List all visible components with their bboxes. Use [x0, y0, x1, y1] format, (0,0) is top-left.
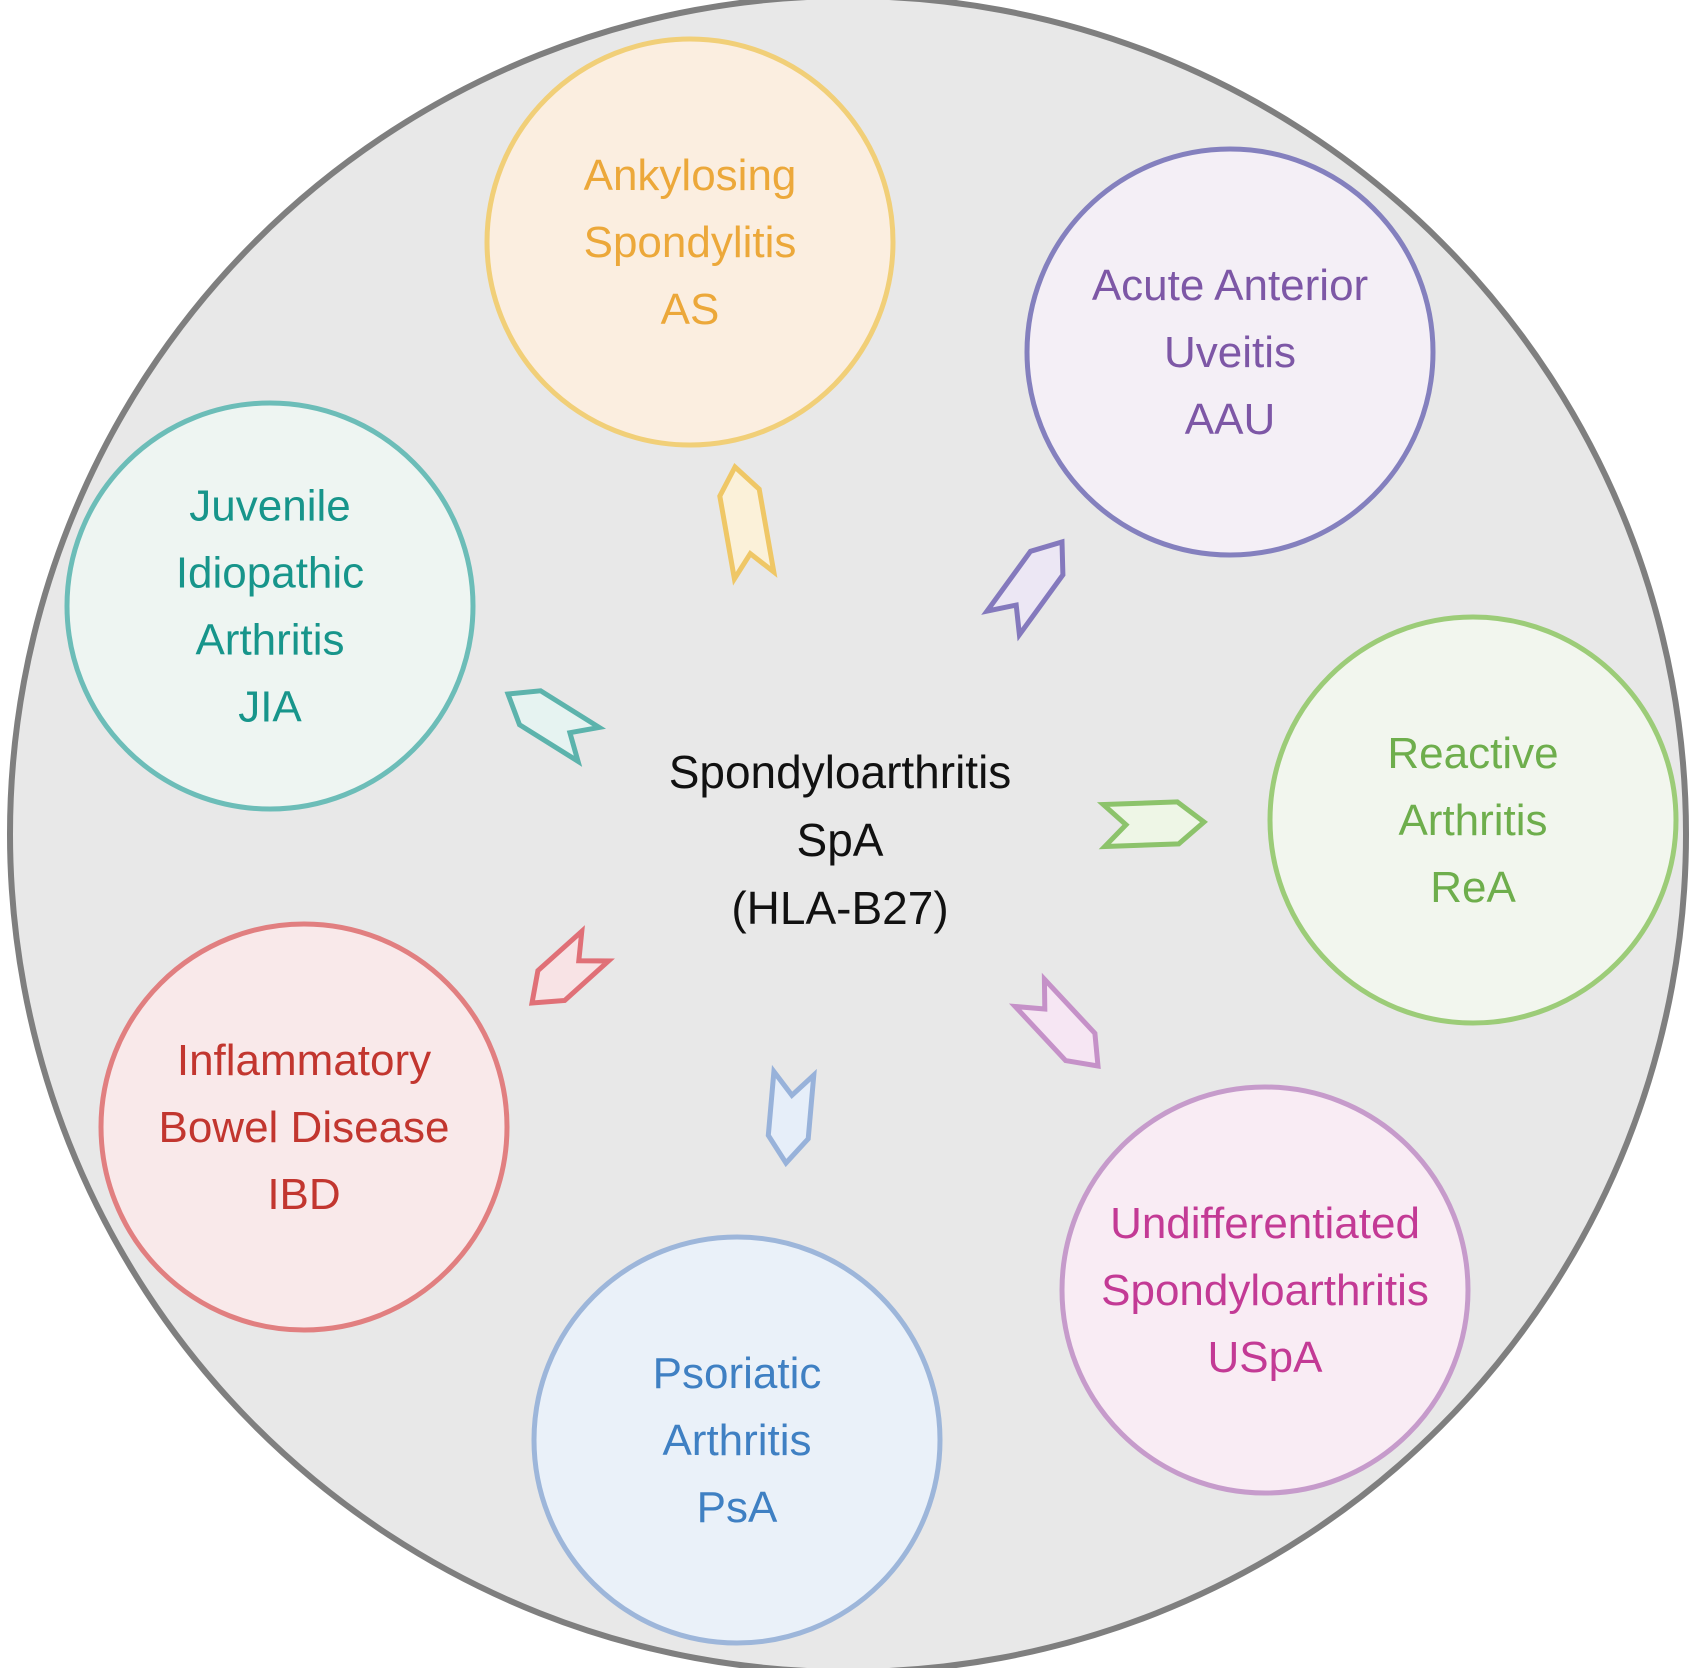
arrow-ibd [528, 925, 615, 1006]
disease-label-line: Arthritis [195, 616, 344, 665]
disease-label-line: Arthritis [1398, 796, 1547, 845]
disease-circle-ibd [98, 921, 510, 1333]
disease-circle-aau [1024, 146, 1436, 558]
arrow-jia [504, 688, 607, 767]
disease-circle-as [484, 36, 896, 448]
disease-label-line: USpA [1208, 1333, 1324, 1382]
disease-label-line: JIA [238, 683, 302, 732]
disease-label-line: Arthritis [662, 1416, 811, 1465]
disease-label-line: AAU [1185, 395, 1275, 444]
disease-label-line: Idiopathic [176, 549, 364, 598]
center-label-line: Spondyloarthritis [669, 746, 1012, 798]
disease-label-line: AS [661, 285, 720, 334]
disease-label-line: PsA [697, 1483, 778, 1532]
disease-label-line: Uveitis [1164, 328, 1296, 377]
disease-label-line: IBD [267, 1170, 340, 1219]
arrow-aau [981, 538, 1066, 642]
disease-label-line: ReA [1430, 863, 1516, 912]
disease-circle-uspa [1059, 1084, 1471, 1496]
disease-label-line: Psoriatic [653, 1349, 822, 1398]
disease-circle-rea [1267, 614, 1679, 1026]
disease-label-line: Ankylosing [584, 151, 797, 200]
arrows-layer [504, 462, 1208, 1168]
disease-label-line: Juvenile [189, 482, 350, 531]
arrow-rea [1096, 799, 1208, 850]
disease-label-line: Undifferentiated [1110, 1199, 1420, 1248]
disease-label-line: Bowel Disease [158, 1103, 449, 1152]
arrow-uspa [1008, 972, 1101, 1070]
disease-label-line: Spondylitis [584, 218, 797, 267]
disease-circle-psa [531, 1234, 943, 1646]
disease-label-line: Reactive [1387, 729, 1558, 778]
arrow-as [717, 462, 778, 586]
center-label-line: SpA [797, 814, 884, 866]
arrow-psa [765, 1064, 817, 1168]
disease-label-line: Inflammatory [177, 1036, 431, 1085]
disease-label-line: Acute Anterior [1092, 261, 1368, 310]
disease-label-line: Spondyloarthritis [1101, 1266, 1429, 1315]
center-label-line: (HLA-B27) [731, 882, 948, 934]
disease-circle-jia [64, 400, 476, 812]
